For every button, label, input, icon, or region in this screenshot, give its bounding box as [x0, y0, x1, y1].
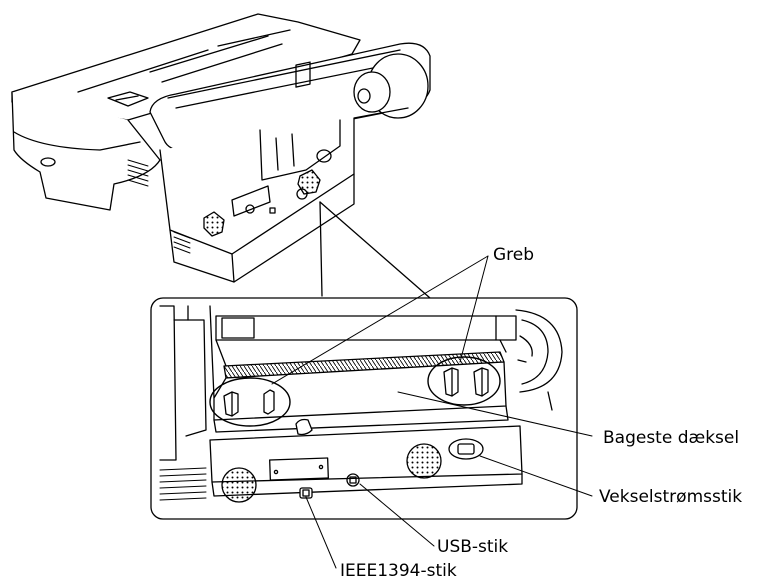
- label-bageste-daeksel: Bageste dæksel: [603, 428, 740, 448]
- label-usb-stik: USB-stik: [437, 537, 509, 557]
- printer-overview: [11, 13, 431, 283]
- label-vekselstroemsstik: Vekselstrømsstik: [599, 487, 743, 507]
- label-ieee1394-stik: IEEE1394-stik: [340, 561, 457, 581]
- callout-leaders: [271, 255, 593, 569]
- detail-panel: [150, 297, 578, 520]
- zoom-lines: [319, 201, 431, 299]
- label-greb: Greb: [493, 245, 535, 265]
